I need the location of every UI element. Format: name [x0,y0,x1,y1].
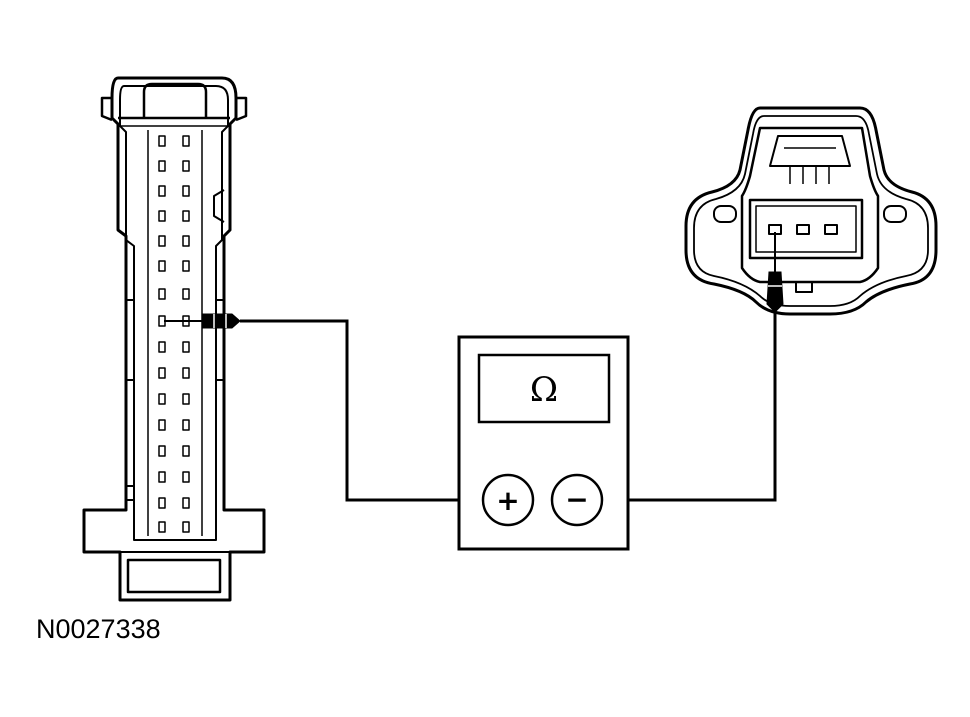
pin [182,341,190,353]
positive-terminal [481,473,535,527]
pin [182,521,190,533]
sensor-housing [740,126,880,284]
pin-column-right [182,135,190,533]
pin [158,260,166,272]
pin [182,160,190,172]
pin-column-left [158,135,166,533]
ohm-symbol: Ω [530,370,558,410]
pin [182,135,190,147]
side-notch-right [213,189,225,223]
pin [182,497,190,509]
ohmmeter: Ω + − [457,335,630,551]
mount-hole-left [713,205,737,223]
negative-terminal-label: − [565,483,588,516]
pin [182,367,190,379]
ear-left [100,96,113,122]
figure-id: N0027338 [36,614,161,644]
module-connector [82,76,266,602]
test-leads [240,300,777,502]
pin [158,367,166,379]
positive-lead [240,319,483,502]
ohmmeter-display [477,353,611,424]
probe-body-left [201,313,241,329]
positive-terminal-label: + [496,484,519,517]
sensor-connector-flange [684,106,938,316]
pin [158,471,166,483]
ear-right [235,96,248,122]
pin [182,471,190,483]
pin [158,235,166,247]
probe-body-right [766,271,784,313]
negative-terminal [550,473,604,527]
pin [182,445,190,457]
pin [158,288,166,300]
pin [158,445,166,457]
pin [158,419,166,431]
pin [182,288,190,300]
mount-hole-right [883,205,907,223]
pin [158,497,166,509]
pin [158,185,166,197]
module-connector-inner-outline [119,85,229,541]
pin [158,210,166,222]
side-rib-right [215,299,224,381]
negative-lead [602,300,777,502]
pin [182,260,190,272]
pin [182,210,190,222]
test-probe-left [164,313,241,329]
sensor-connector [684,106,938,316]
test-probe-right [766,232,784,313]
pin [158,341,166,353]
pin [182,235,190,247]
pin [182,185,190,197]
side-rib-left [126,299,135,381]
sensor-pin [824,224,838,235]
pin-cavity [748,198,864,260]
sensor-key [795,282,813,293]
pin [182,419,190,431]
pin [158,521,166,533]
sensor-connector-flange-inner [693,115,929,307]
side-notch-left [126,485,135,501]
pin [158,135,166,147]
connector-base [126,558,222,594]
pin [182,393,190,405]
sensor-latch [769,135,851,167]
pin [158,160,166,172]
latch-tab [142,82,208,118]
sensor-pin [796,224,810,235]
pin [158,393,166,405]
pin-cavity-inner [755,205,857,253]
module-connector-outline [82,76,266,602]
